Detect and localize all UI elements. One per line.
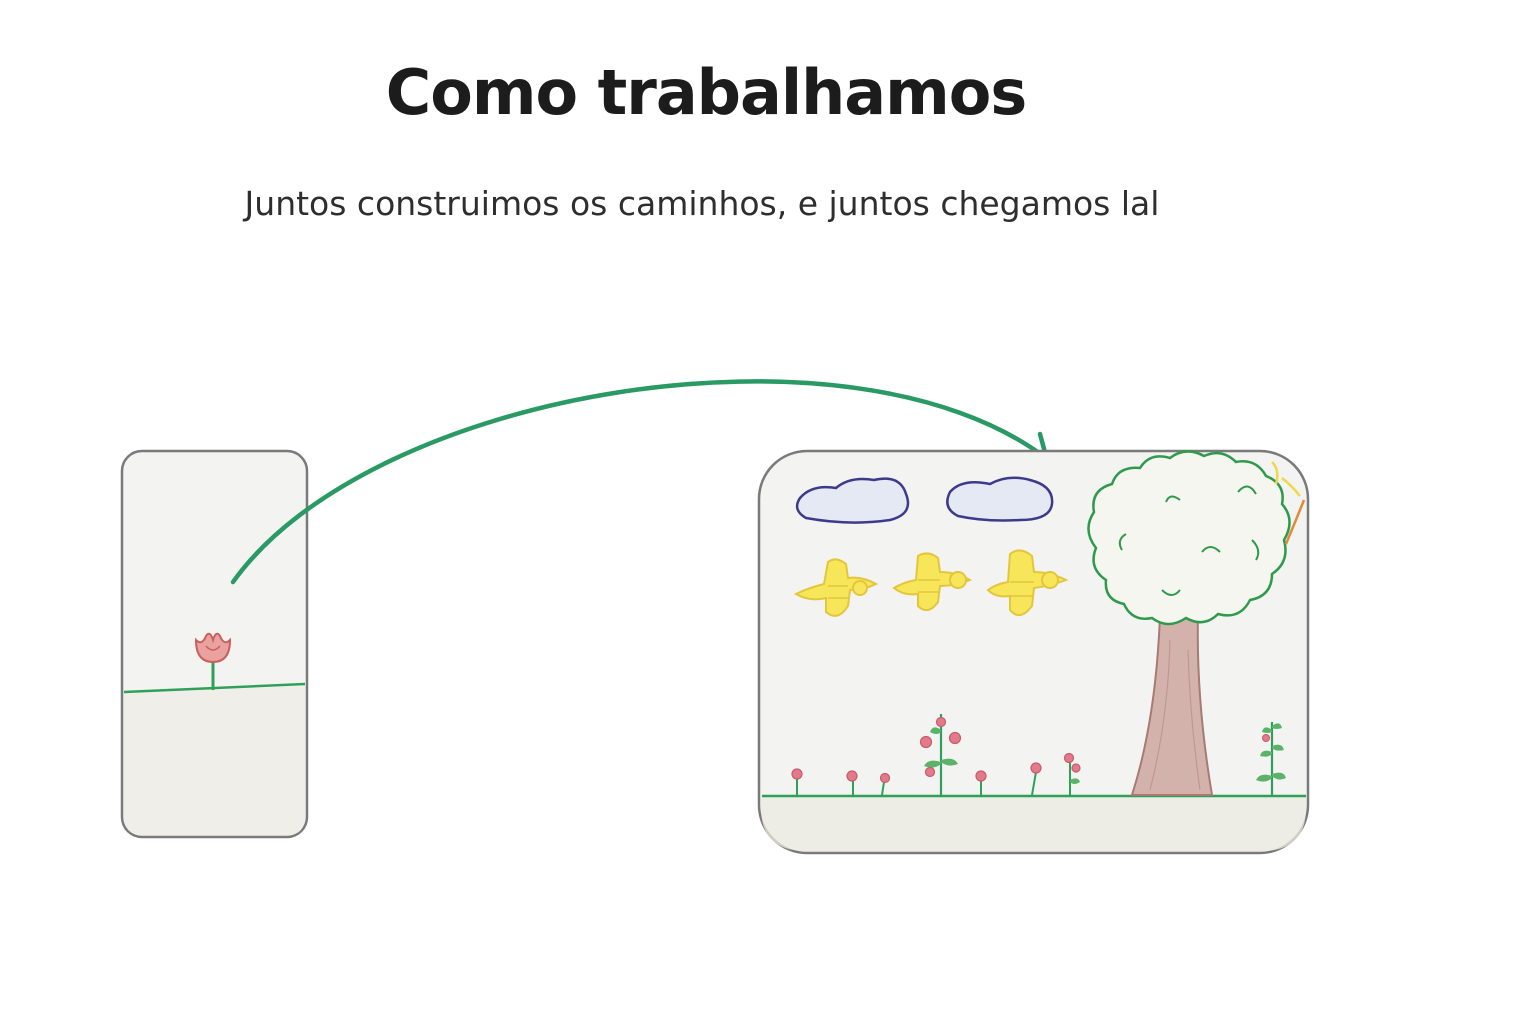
page-subtitle: Juntos construimos os caminhos, e juntos… <box>244 184 1160 223</box>
tree-trunk <box>1130 614 1214 796</box>
page-title: Como trabalhamos <box>385 56 1027 129</box>
flower-icon <box>1256 722 1286 795</box>
bee-icon <box>892 552 973 612</box>
single-flower-icon <box>194 632 232 690</box>
bee-icon <box>793 558 879 617</box>
flower-icon <box>919 714 962 795</box>
sun-icon <box>1271 461 1306 545</box>
flower-icon <box>846 770 858 795</box>
end-panel <box>757 449 1310 855</box>
flower-icon <box>1030 762 1042 796</box>
tree-icon <box>1087 450 1291 796</box>
bee-icon <box>986 549 1069 617</box>
start-panel <box>120 449 309 839</box>
tree-crown <box>1087 450 1291 626</box>
flower-icon <box>791 768 803 795</box>
cloud-icon <box>946 476 1054 522</box>
cloud-icon <box>795 477 910 524</box>
flower-icon <box>879 772 891 796</box>
flower-icon <box>1063 752 1081 795</box>
flower-icon <box>975 770 987 795</box>
